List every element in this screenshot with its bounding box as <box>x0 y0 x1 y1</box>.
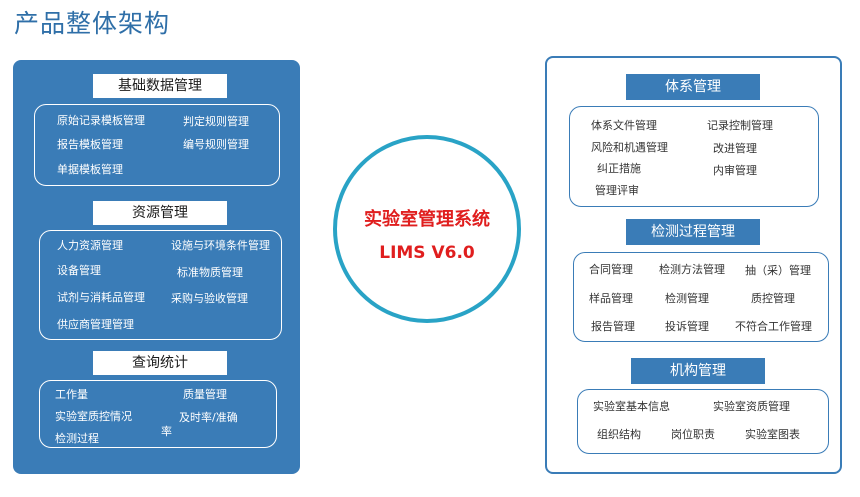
item-sample: 样品管理 <box>589 292 633 305</box>
item-org-structure: 组织结构 <box>597 428 641 441</box>
item-mgmt-review: 管理评审 <box>595 184 639 197</box>
box-query-stats <box>39 380 277 448</box>
item-judgement-rules: 判定规则管理 <box>183 115 249 128</box>
box-test-process <box>573 252 829 342</box>
item-risk-opportunity: 风险和机遇管理 <box>591 141 668 154</box>
page-title: 产品整体架构 <box>14 9 171 38</box>
item-sampling: 抽（采）管理 <box>745 264 811 277</box>
item-workload: 工作量 <box>55 388 88 401</box>
item-equipment: 设备管理 <box>57 264 101 277</box>
item-contract: 合同管理 <box>589 263 633 276</box>
item-qc: 质控管理 <box>751 292 795 305</box>
item-test-method: 检测方法管理 <box>659 263 725 276</box>
right-panel: 体系管理 体系文件管理 记录控制管理 风险和机遇管理 改进管理 纠正措施 内审管… <box>545 56 842 474</box>
item-report: 报告管理 <box>591 320 635 333</box>
item-procurement: 采购与验收管理 <box>171 292 248 305</box>
item-lab-qc: 实验室质控情况 <box>55 410 132 423</box>
item-form-template: 单据模板管理 <box>57 163 123 176</box>
section-title-basic-data: 基础数据管理 <box>93 74 227 98</box>
item-corrective: 纠正措施 <box>597 162 641 175</box>
item-improvement: 改进管理 <box>713 142 757 155</box>
item-facility-env: 设施与环境条件管理 <box>171 239 270 252</box>
item-reagents: 试剂与消耗品管理 <box>57 291 145 304</box>
item-reference-material: 标准物质管理 <box>177 266 243 279</box>
item-hr: 人力资源管理 <box>57 239 123 252</box>
center-title: 实验室管理系统 <box>364 209 490 230</box>
item-timeliness: 及时率/准确 <box>179 411 238 424</box>
item-raw-record-template: 原始记录模板管理 <box>57 114 145 127</box>
section-title-organization: 机构管理 <box>631 358 765 384</box>
box-system <box>569 106 819 207</box>
item-test-process: 检测过程 <box>55 432 99 445</box>
item-lab-basic-info: 实验室基本信息 <box>593 400 670 413</box>
item-supplier: 供应商管理管理 <box>57 318 134 331</box>
item-job-duties: 岗位职责 <box>671 428 715 441</box>
section-title-test-process: 检测过程管理 <box>626 219 760 245</box>
item-internal-audit: 内审管理 <box>713 164 757 177</box>
section-title-system: 体系管理 <box>626 74 760 100</box>
item-lab-charts: 实验室图表 <box>745 428 800 441</box>
item-report-template: 报告模板管理 <box>57 138 123 151</box>
item-system-docs: 体系文件管理 <box>591 119 657 132</box>
left-panel: 基础数据管理 原始记录模板管理 判定规则管理 报告模板管理 编号规则管理 单据模… <box>13 60 300 474</box>
box-organization <box>577 389 829 454</box>
item-record-control: 记录控制管理 <box>707 119 773 132</box>
item-nonconforming: 不符合工作管理 <box>735 320 812 333</box>
item-rate: 率 <box>161 425 172 438</box>
center-subtitle: LIMS V6.0 <box>379 243 475 263</box>
box-resources <box>39 230 282 340</box>
item-lab-qualification: 实验室资质管理 <box>713 400 790 413</box>
section-title-resources: 资源管理 <box>93 201 227 225</box>
box-basic-data <box>34 104 280 186</box>
item-testing: 检测管理 <box>665 292 709 305</box>
item-numbering-rules: 编号规则管理 <box>183 138 249 151</box>
section-title-query-stats: 查询统计 <box>93 351 227 375</box>
item-complaint: 投诉管理 <box>665 320 709 333</box>
center-circle: 实验室管理系统 LIMS V6.0 <box>333 135 521 323</box>
item-quality-mgmt: 质量管理 <box>183 388 227 401</box>
